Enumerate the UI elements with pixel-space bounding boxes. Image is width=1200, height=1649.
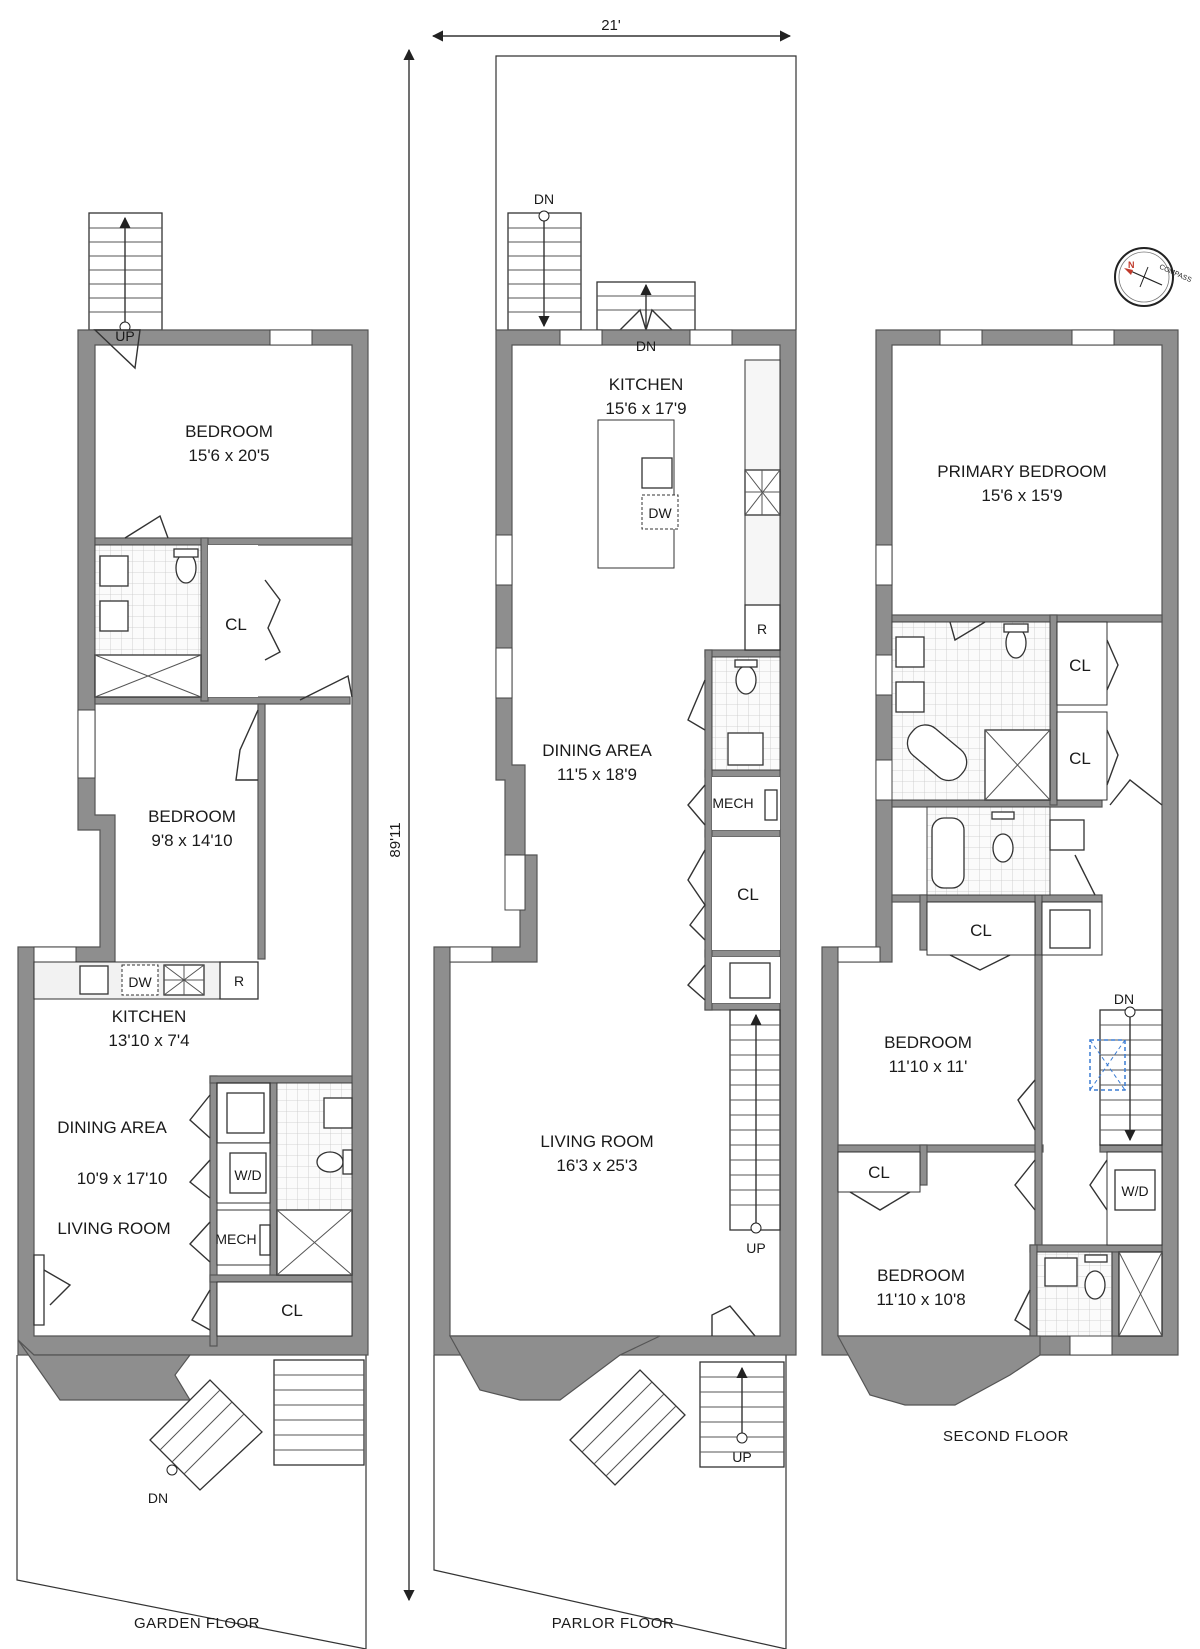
garden-wd: W/D: [234, 1167, 261, 1183]
garden-cl-1: CL: [225, 615, 247, 634]
parlor-main-stair: [729, 1009, 781, 1234]
parlor-dining-name: DINING AREA: [542, 741, 652, 760]
parlor-dn-rear: DN: [534, 191, 554, 207]
parlor-up-stair: UP: [746, 1240, 765, 1256]
garden-living-size: 10'9 x 17'10: [77, 1169, 168, 1188]
garden-floor: CL DW R W/D MECH CL: [16, 212, 369, 1649]
garden-bedroom1-size: 15'6 x 20'5: [188, 446, 269, 465]
depth-dimension: 89'11: [387, 48, 415, 1602]
garden-kitchen-size: 13'10 x 7'4: [108, 1031, 189, 1050]
second-dn: DN: [1114, 991, 1134, 1007]
garden-caption: GARDEN FLOOR: [134, 1615, 260, 1632]
garden-mech: MECH: [215, 1231, 256, 1247]
garden-bedroom1-name: BEDROOM: [185, 422, 273, 441]
parlor-dn-deck: DN: [636, 338, 656, 354]
second-cl-3: CL: [970, 921, 992, 940]
second-cl-1: CL: [1069, 656, 1091, 675]
parlor-cl: CL: [737, 885, 759, 904]
second-cl-4: CL: [868, 1163, 890, 1182]
compass-icon: N COMPASS: [1114, 247, 1193, 307]
garden-living-name: LIVING ROOM: [57, 1219, 170, 1238]
second-bedroom2-name: BEDROOM: [884, 1033, 972, 1052]
parlor-fridge: R: [757, 621, 767, 637]
depth-label: 89'11: [387, 822, 404, 857]
second-floor: CL CL CL: [821, 329, 1179, 1445]
parlor-kitchen-size: 15'6 x 17'9: [605, 399, 686, 418]
second-primary-size: 15'6 x 15'9: [981, 486, 1062, 505]
parlor-front-stoop: [569, 1361, 785, 1486]
parlor-rear-stair: [507, 210, 696, 331]
parlor-living-name: LIVING ROOM: [540, 1132, 653, 1151]
parlor-floor: R DW MECH CL: [433, 55, 797, 1649]
garden-fridge: R: [234, 973, 244, 989]
second-caption: SECOND FLOOR: [943, 1428, 1069, 1445]
garden-dining-name: DINING AREA: [57, 1118, 167, 1137]
garden-dn: DN: [148, 1490, 168, 1506]
parlor-kitchen-name: KITCHEN: [609, 375, 684, 394]
second-bedroom3-name: BEDROOM: [877, 1266, 965, 1285]
parlor-up-stoop: UP: [732, 1449, 751, 1465]
garden-cl-2: CL: [281, 1301, 303, 1320]
garden-bedroom2-name: BEDROOM: [148, 807, 236, 826]
width-label: 21': [601, 17, 621, 34]
garden-front-stair: [149, 1359, 365, 1491]
parlor-mech: MECH: [712, 795, 753, 811]
garden-rear-stair: [88, 212, 163, 333]
second-bedroom2-size: 11'10 x 11': [889, 1057, 968, 1076]
parlor-dining-size: 11'5 x 18'9: [557, 765, 637, 784]
garden-up: UP: [115, 328, 134, 344]
parlor-living-size: 16'3 x 25'3: [556, 1156, 637, 1175]
second-primary-name: PRIMARY BEDROOM: [937, 462, 1106, 481]
parlor-caption: PARLOR FLOOR: [552, 1615, 674, 1632]
second-stair: [1089, 1006, 1163, 1146]
compass-north: N: [1128, 260, 1135, 270]
garden-bedroom2-size: 9'8 x 14'10: [151, 831, 232, 850]
width-dimension: 21': [431, 17, 792, 42]
second-wd: W/D: [1121, 1183, 1148, 1199]
second-bedroom3-size: 11'10 x 10'8: [876, 1290, 965, 1309]
parlor-dw: DW: [648, 505, 672, 521]
garden-kitchen-name: KITCHEN: [112, 1007, 187, 1026]
second-cl-2: CL: [1069, 749, 1091, 768]
garden-dw: DW: [128, 974, 152, 990]
